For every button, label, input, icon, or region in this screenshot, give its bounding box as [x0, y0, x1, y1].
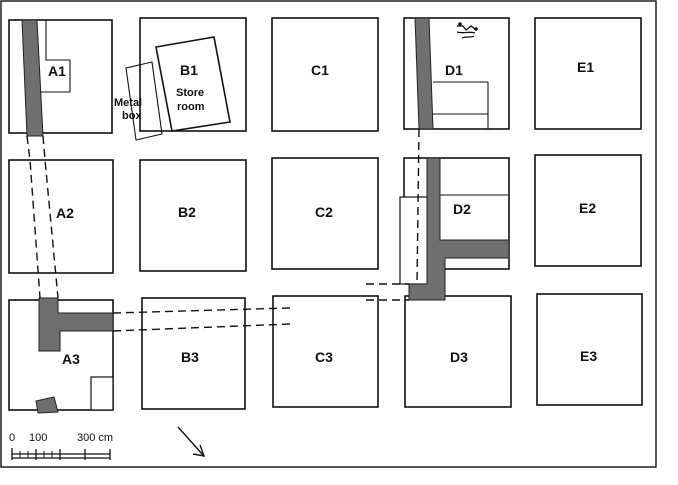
label-d2: D2 [453, 201, 471, 217]
label-room: room [177, 101, 205, 113]
label-a3: A3 [62, 351, 80, 367]
label-c1: C1 [311, 62, 329, 78]
label-b2: B2 [178, 204, 196, 220]
scale-bar [11, 448, 111, 460]
label-box: box [122, 110, 142, 122]
d2-wall-band [408, 157, 510, 301]
square-c3 [272, 295, 379, 408]
scale-label-0: 0 [9, 432, 15, 444]
dashed-line-a3-c3-bottom [112, 323, 291, 332]
label-c3: C3 [315, 349, 333, 365]
square-c1 [271, 17, 379, 132]
d1-find-dot-2 [474, 27, 478, 31]
label-e3: E3 [580, 348, 597, 364]
dashed-line-a3-c3-top [112, 307, 291, 314]
d1-finds-sketch [456, 25, 476, 39]
label-b1: B1 [180, 62, 198, 78]
metal-box-outline [125, 61, 163, 141]
label-store: Store [176, 87, 204, 99]
label-d1: D1 [445, 62, 463, 78]
square-d3 [404, 295, 512, 408]
square-e3 [536, 293, 643, 406]
d1-wall-band [414, 17, 434, 130]
a1-internal-wall [41, 20, 71, 93]
label-a1: A1 [48, 63, 66, 79]
label-b3: B3 [181, 349, 199, 365]
square-a2 [8, 159, 114, 274]
label-e1: E1 [577, 59, 594, 75]
north-arrow-icon [177, 426, 206, 457]
square-b2 [139, 159, 247, 272]
scale-label-300: 300 cm [77, 432, 113, 444]
label-metal: Metal [114, 97, 142, 109]
a3-corner-feature [90, 376, 114, 411]
square-b3 [141, 297, 246, 410]
scale-label-100: 100 [29, 432, 47, 444]
store-room-outline [155, 36, 231, 132]
plan-frame [0, 0, 657, 468]
label-a2: A2 [56, 205, 74, 221]
d1-find-dot-1 [458, 22, 462, 26]
label-c2: C2 [315, 204, 333, 220]
a3-small-block [35, 396, 59, 414]
square-e1 [534, 17, 642, 130]
square-e2 [534, 154, 642, 267]
square-c2 [271, 157, 379, 270]
label-e2: E2 [579, 200, 596, 216]
label-d3: D3 [450, 349, 468, 365]
